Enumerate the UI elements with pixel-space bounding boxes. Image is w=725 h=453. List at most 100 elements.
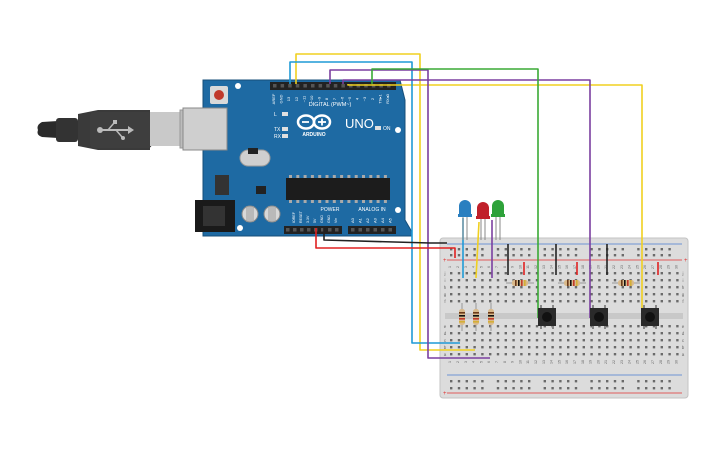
bb-hole xyxy=(637,339,640,342)
bb-hole xyxy=(496,339,500,342)
pin-label: ~9 xyxy=(317,96,322,101)
row-letter: j xyxy=(444,271,446,276)
column-number: 12 xyxy=(534,265,538,269)
bb-hole xyxy=(457,332,461,335)
rail-hole xyxy=(598,380,601,383)
column-number: 7 xyxy=(495,361,499,363)
rail-hole xyxy=(481,387,484,390)
bb-hole xyxy=(465,293,468,296)
rail-hole xyxy=(512,387,515,390)
resistor xyxy=(488,303,494,331)
bb-hole xyxy=(528,286,531,289)
bb-hole xyxy=(621,300,624,303)
bb-hole xyxy=(520,286,523,289)
bb-hole xyxy=(520,300,523,303)
bb-hole xyxy=(489,272,492,275)
bb-hole xyxy=(535,286,539,289)
rail-hole xyxy=(496,248,500,251)
bb-hole xyxy=(535,346,539,349)
bb-hole xyxy=(606,346,609,349)
rail-hole xyxy=(606,387,609,390)
wire-red-5v xyxy=(315,228,456,258)
rail-hole xyxy=(504,380,507,383)
bb-hole xyxy=(465,332,468,335)
bb-hole xyxy=(668,339,671,342)
bb-hole xyxy=(551,300,554,303)
bb-hole xyxy=(621,332,624,335)
analog-pin-label: A3 xyxy=(373,217,378,223)
bb-hole xyxy=(457,279,461,282)
bb-hole xyxy=(676,279,679,282)
bb-hole xyxy=(574,300,578,303)
bb-hole xyxy=(528,279,531,282)
header-hole xyxy=(280,84,285,88)
bb-hole xyxy=(621,272,624,275)
rail-hole xyxy=(465,387,468,390)
power-pin-label: GND xyxy=(320,215,324,223)
column-number: 10 xyxy=(518,265,522,269)
pin-label: 8 xyxy=(324,97,329,100)
rail-hole xyxy=(567,248,570,251)
bb-hole xyxy=(598,339,601,342)
pin-label: ~3 xyxy=(362,96,367,101)
rail-hole xyxy=(574,248,578,251)
column-number: 6 xyxy=(487,266,491,268)
tx-led xyxy=(282,127,288,131)
bb-hole xyxy=(481,286,484,289)
bb-hole xyxy=(660,286,663,289)
bb-hole xyxy=(637,286,640,289)
tx-led-label: TX xyxy=(274,127,281,133)
row-letter: e xyxy=(682,324,685,329)
bb-hole xyxy=(450,279,453,282)
column-number: 29 xyxy=(667,265,671,269)
bb-hole xyxy=(528,332,531,335)
bb-hole xyxy=(535,339,539,342)
rail-hole xyxy=(528,248,531,251)
bb-hole xyxy=(520,346,523,349)
rail-hole xyxy=(457,248,461,251)
rail-hole xyxy=(528,254,531,257)
bb-hole xyxy=(613,286,617,289)
bb-hole xyxy=(590,353,593,356)
bb-hole xyxy=(582,293,585,296)
usb-socket xyxy=(182,107,228,151)
bb-hole xyxy=(465,353,468,356)
wires xyxy=(289,53,659,359)
bb-hole xyxy=(457,300,461,303)
column-number: 4 xyxy=(472,361,476,363)
rail-hole xyxy=(450,254,453,257)
bb-hole xyxy=(457,325,461,328)
bb-hole xyxy=(496,332,500,335)
rail-hole xyxy=(528,387,531,390)
row-letter: c xyxy=(682,338,685,343)
bb-hole xyxy=(606,353,609,356)
bb-hole xyxy=(645,353,648,356)
column-number: 20 xyxy=(596,360,600,364)
rx-led xyxy=(282,134,288,138)
pin-label: 7 xyxy=(332,97,337,100)
bb-hole xyxy=(457,339,461,342)
column-number: 15 xyxy=(557,360,561,364)
bb-hole xyxy=(465,339,468,342)
bb-hole xyxy=(512,339,515,342)
bb-hole xyxy=(606,286,609,289)
bb-hole xyxy=(676,293,679,296)
bb-hole xyxy=(543,293,546,296)
bb-hole xyxy=(668,279,671,282)
rail-hole xyxy=(551,380,554,383)
bb-hole xyxy=(629,346,632,349)
bb-hole xyxy=(606,293,609,296)
bb-hole xyxy=(590,272,593,275)
voltage-regulator xyxy=(215,175,229,195)
bb-hole xyxy=(504,272,507,275)
bb-hole xyxy=(473,325,476,328)
bb-hole xyxy=(512,272,515,275)
bb-hole xyxy=(652,286,656,289)
rail-hole xyxy=(660,380,663,383)
bb-hole xyxy=(489,286,492,289)
bb-hole xyxy=(489,353,492,356)
bb-hole xyxy=(504,279,507,282)
bb-hole xyxy=(473,339,476,342)
